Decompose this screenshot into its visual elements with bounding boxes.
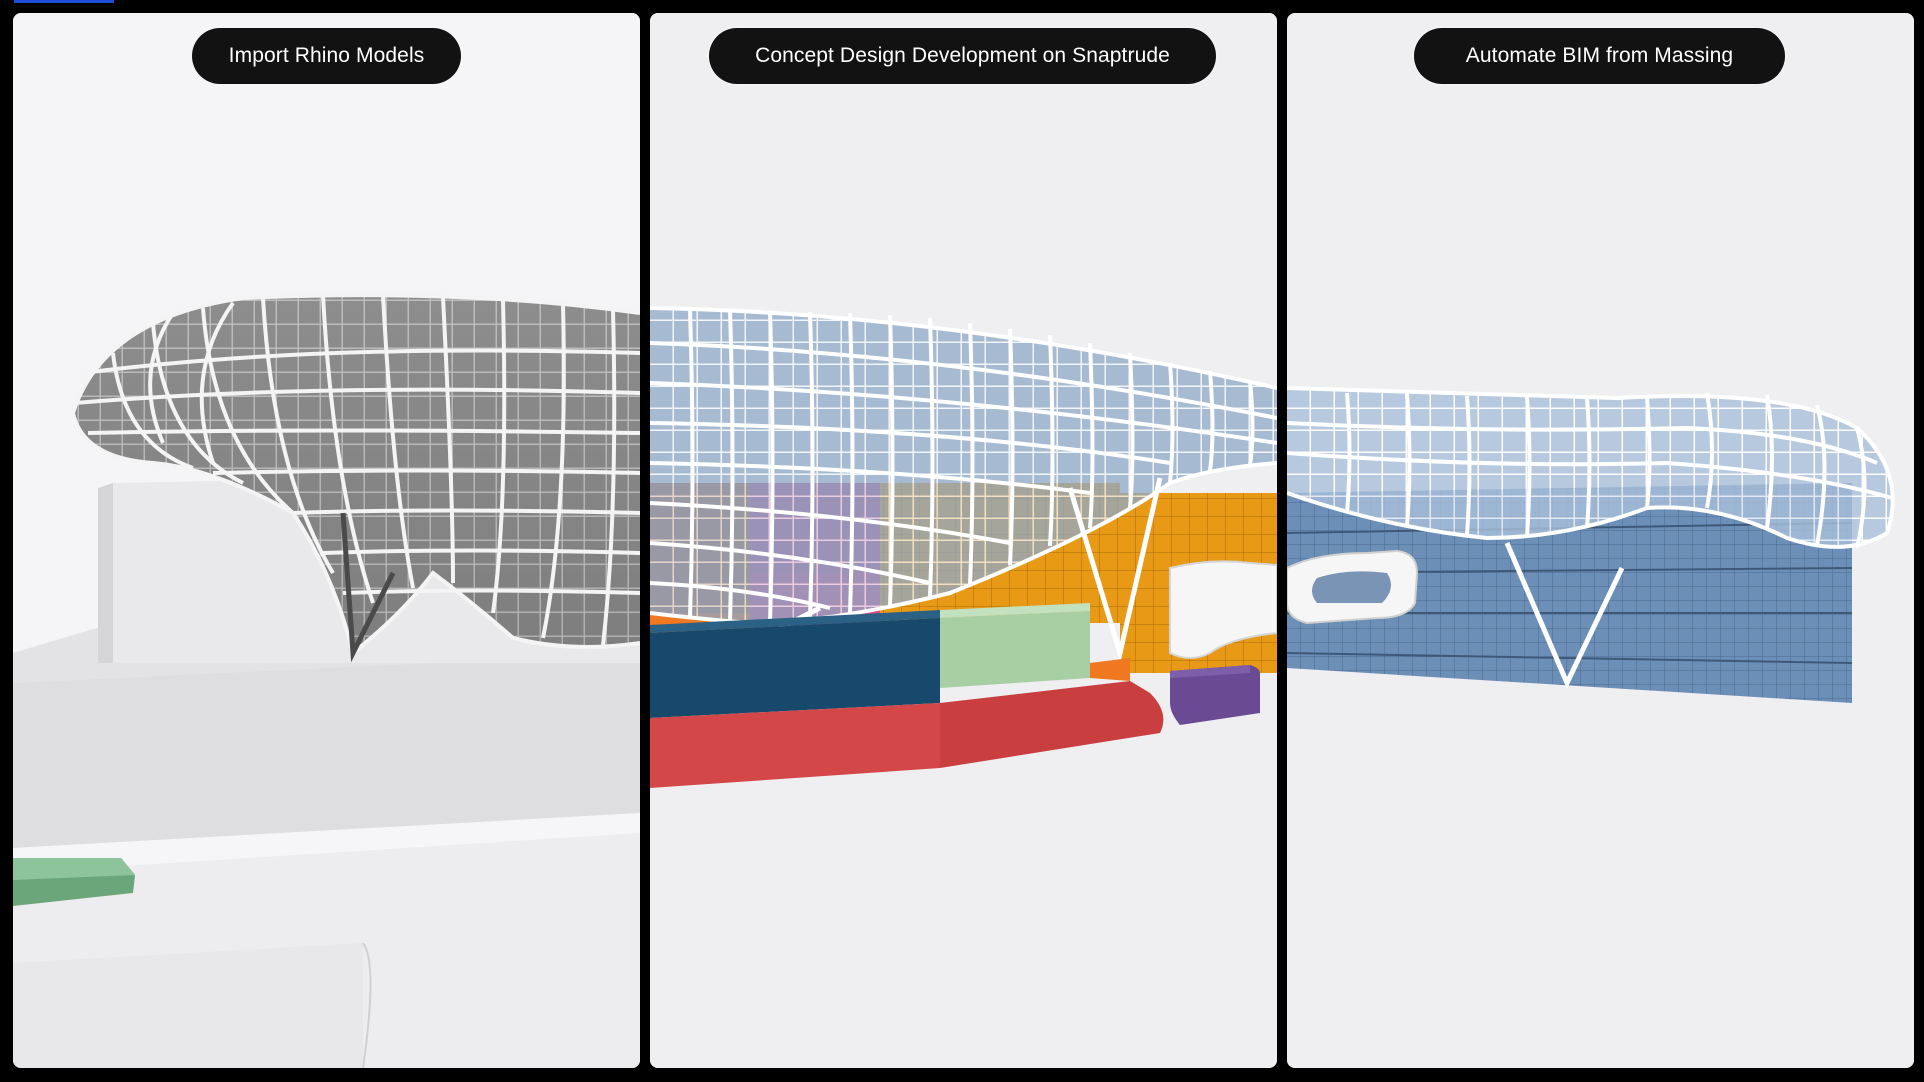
panel-import-rhino: Import Rhino Models [13, 13, 640, 1068]
rhino-model-render [13, 13, 640, 1068]
video-progress-indicator [14, 0, 114, 3]
concept-design-label: Concept Design Development on Snaptrude [709, 28, 1216, 84]
panel-automate-bim: Automate BIM from Massing [1287, 13, 1914, 1068]
concept-massing-render [650, 13, 1277, 1068]
automate-bim-label: Automate BIM from Massing [1414, 28, 1785, 84]
import-rhino-label: Import Rhino Models [192, 28, 461, 84]
panel-concept-design: Concept Design Development on Snaptrude [650, 13, 1277, 1068]
bim-model-render [1287, 13, 1914, 1068]
